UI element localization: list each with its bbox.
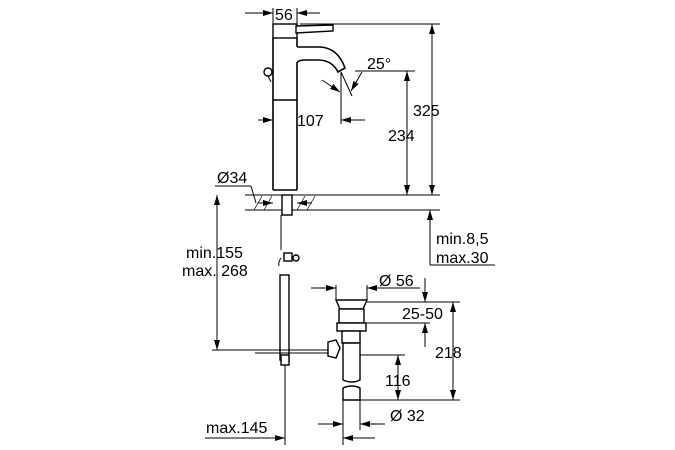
pop-up-waste: [334, 299, 369, 401]
dim-total-height: 325: [413, 103, 440, 120]
dim-waste-diameter: Ø 56: [379, 273, 414, 290]
dim-deck-max: max.30: [436, 250, 489, 267]
dimension-lines: [205, 8, 495, 445]
dim-hose-max: max. 268: [182, 263, 248, 280]
dim-waste-range: 25-50: [402, 306, 443, 323]
dim-deck-min: min.8,5: [436, 231, 489, 248]
dim-tail-length: 116: [385, 373, 411, 390]
faucet-spout: [296, 46, 346, 74]
faucet-cap: [272, 23, 298, 39]
dim-waste-height: 218: [435, 345, 462, 362]
pop-up-knob: [263, 67, 273, 77]
dim-rod-max: max.145: [206, 420, 267, 437]
dim-tail-diameter: Ø 32: [390, 408, 425, 425]
dim-body-width: 56: [275, 7, 293, 24]
dim-spout-angle: 25°: [367, 56, 391, 73]
faucet-lever: [295, 24, 334, 34]
dim-base-diameter: Ø34: [217, 170, 247, 187]
mounting-deck: [245, 194, 440, 216]
faucet-body: [263, 23, 346, 191]
supply-hose: [255, 215, 341, 366]
faucet-column: [272, 38, 298, 191]
dim-spout-reach: 107: [297, 113, 324, 130]
threaded-rod: [281, 194, 293, 216]
pivot-nut: [327, 339, 341, 359]
dim-hose-min: min.155: [186, 245, 243, 262]
dim-spout-height: 234: [388, 128, 415, 145]
